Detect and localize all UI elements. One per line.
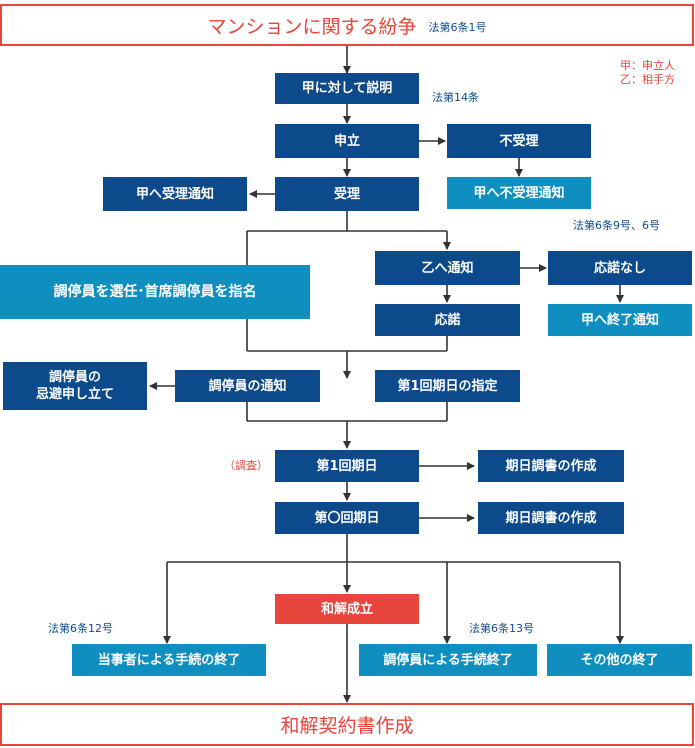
box-end-other: その他の終了 [547, 644, 692, 676]
box-accept-notify: 甲へ受理通知 [103, 177, 247, 211]
box-appoint: 調停員を選任･首席調停員を指名 [0, 265, 310, 319]
box-challenge: 調停員の 忌避申し立て [3, 362, 147, 410]
box-settled: 和解成立 [275, 594, 419, 624]
box-first-date: 第1回期日 [275, 450, 419, 482]
title-ref: 法第6条1号 [428, 21, 487, 34]
box-apply: 申立 [275, 124, 419, 158]
box-first-date-set: 第1回期日の指定 [375, 370, 520, 402]
box-nth-date: 第〇回期日 [275, 502, 419, 534]
box-no-response: 応諾なし [548, 251, 692, 285]
challenge-line2: 忌避申し立て [35, 387, 114, 402]
box-end-parties: 当事者による手続の終了 [72, 644, 266, 676]
footer-title: 和解契約書作成 [280, 715, 414, 737]
ref-explain: 法第14条 [432, 91, 479, 104]
box-mediator-notify: 調停員の通知 [175, 370, 320, 402]
title-frame: マンションに関する紛争 法第6条1号 [0, 4, 694, 46]
ref-13: 法第6条13号 [469, 622, 534, 635]
box-response: 応諾 [375, 304, 520, 336]
box-end-notify: 甲へ終了通知 [548, 304, 692, 336]
legend: 甲：申立人 乙：相手方 [620, 59, 675, 87]
page-title: マンションに関する紛争 [207, 15, 417, 38]
box-explain: 甲に対して説明 [275, 73, 419, 104]
ref-12: 法第6条12号 [48, 622, 113, 635]
box-record-2: 期日調書の作成 [478, 502, 624, 534]
legend-applicant: 甲：申立人 [620, 59, 675, 72]
box-record-1: 期日調書の作成 [478, 450, 624, 482]
box-accept: 受理 [275, 177, 419, 211]
box-reject: 不受理 [447, 124, 591, 158]
legend-respondent: 乙：相手方 [620, 73, 675, 86]
footer-frame: 和解契約書作成 [0, 703, 694, 746]
challenge-line1: 調停員の [48, 370, 101, 385]
investigation-label: （調査） [224, 459, 268, 472]
box-end-mediator: 調停員による手続終了 [359, 644, 537, 676]
box-reject-notify: 甲へ不受理通知 [447, 177, 591, 209]
ref-9-6: 法第6条9号、6号 [573, 219, 660, 232]
box-notify-b: 乙へ通知 [375, 251, 520, 285]
